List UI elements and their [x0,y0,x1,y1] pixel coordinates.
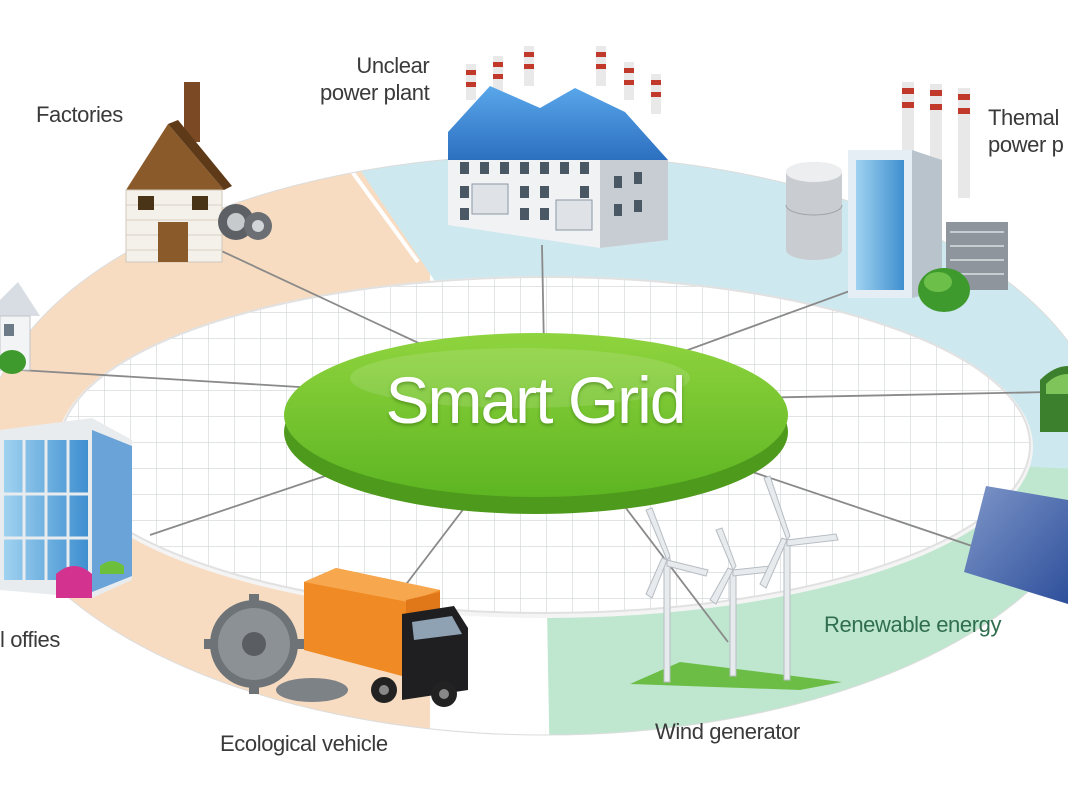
ecological-vehicle-icon [204,568,468,707]
label-factories: Factories [36,102,123,127]
smart-grid-hub [284,333,788,514]
label-ecological-vehicle: Ecological vehicle [220,731,388,756]
thermal-plant-icon [785,82,1008,312]
label-thermal-plant: Themal power p [988,104,1064,158]
label-wind-generator: Wind generator [655,719,800,744]
label-renewable-energy: Renewable energy [824,612,1002,637]
label-nuclear-line1: Unclear [356,53,430,78]
label-offices: l offies [0,627,60,652]
house-icon [0,282,40,374]
solar-panel-icon [964,486,1068,604]
diagram-title: Smart Grid [385,363,686,437]
nuclear-plant-icon [448,46,668,248]
label-thermal-line2: power p [988,132,1064,157]
factory-icon [125,82,272,263]
label-nuclear-plant: Unclear power plant [320,52,430,106]
electric-car-icon [1040,366,1068,432]
label-thermal-line1: Themal [988,105,1059,130]
office-building-icon [0,418,132,598]
label-nuclear-line2: power plant [320,80,430,105]
wind-generator-icon [630,475,842,690]
